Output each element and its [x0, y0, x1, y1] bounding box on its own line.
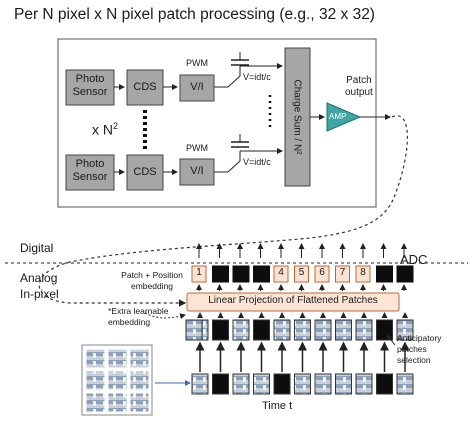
- selected-patch: [212, 319, 229, 341]
- selected-patch: [335, 319, 352, 341]
- integrator-label-top: V=idt/c: [243, 72, 271, 82]
- selected-patch: [273, 319, 291, 341]
- embedding-token: [253, 265, 270, 283]
- input-patch: [335, 373, 352, 395]
- image-tile: [85, 392, 106, 413]
- vi-block-top: [179, 74, 215, 102]
- input-patch: [376, 373, 393, 395]
- image-tile: [85, 348, 106, 369]
- input-patch: [314, 373, 332, 395]
- selected-patch: [376, 319, 393, 341]
- token-columns: [185, 243, 414, 395]
- patch-output-route: [38, 115, 408, 307]
- input-patch: [232, 373, 250, 395]
- input-patch: [212, 373, 229, 395]
- amp-triangle: [326, 102, 362, 132]
- vi-label-bottom: V/I: [190, 165, 204, 177]
- pwm-label-bottom: PWM: [186, 143, 208, 153]
- amp-label: AMP: [329, 112, 347, 121]
- selected-patch: [232, 319, 250, 341]
- input-patch: [273, 373, 291, 395]
- embedding-token: [355, 265, 371, 283]
- linear-projection-bar: [186, 292, 400, 312]
- input-patch: [396, 373, 414, 395]
- pwm-switch-bottom: [227, 160, 241, 173]
- image-tile: [107, 348, 128, 369]
- cds-block-bottom: [126, 154, 164, 191]
- vi-label-top: V/I: [190, 81, 204, 93]
- position-token-label: 5: [298, 267, 305, 278]
- position-token-label: 4: [278, 267, 284, 278]
- selected-patch: [355, 319, 373, 341]
- image-grid: [85, 348, 150, 413]
- image-tile: [107, 392, 128, 413]
- selected-patch: [294, 319, 311, 341]
- position-token-label: 6: [319, 267, 325, 278]
- selected-patch: [253, 319, 270, 341]
- embedding-token: [273, 265, 289, 283]
- image-tile: [129, 370, 150, 391]
- integrator-label-bottom: V=idt/c: [243, 157, 271, 167]
- cds-label-bottom: CDS: [133, 166, 157, 178]
- embedding-token: [376, 265, 393, 283]
- input-patch: [355, 373, 373, 395]
- embedding-token: [335, 265, 350, 283]
- extra-embedding-arrow: [144, 312, 186, 320]
- charge-sum-label: Charge Sum / N²: [291, 79, 303, 155]
- position-token-label: 1: [196, 267, 202, 278]
- extra-embedding-patch: [185, 319, 203, 341]
- charge-sum-block: [284, 47, 311, 187]
- vi-block-bottom: [179, 158, 215, 186]
- multiplier-label: x N2: [92, 121, 119, 138]
- adc-label: ADC: [400, 252, 428, 267]
- input-patch: [294, 373, 311, 395]
- anticipatory-arrow: [386, 334, 396, 346]
- photo-sensor-block-top: [65, 69, 115, 106]
- embedding-token: [396, 265, 414, 283]
- selected-patch: [314, 319, 332, 341]
- cds-label-top: CDS: [133, 81, 157, 93]
- diagram-title: Per N pixel x N pixel patch processing (…: [14, 6, 375, 23]
- selected-patch: [396, 319, 414, 341]
- embedding-token: [232, 265, 250, 283]
- position-token-label: 8: [360, 267, 366, 278]
- image-tile: [85, 370, 106, 391]
- photo-sensor-block-bottom: [65, 154, 115, 191]
- pwm-label-top: PWM: [186, 58, 208, 68]
- pwm-switch-top: [227, 75, 241, 88]
- position-token-label: 7: [339, 267, 346, 278]
- embedding-token: [314, 265, 330, 283]
- linear-projection-label: Linear Projection of Flattened Patches: [208, 295, 378, 306]
- image-tile: [107, 370, 128, 391]
- embedding-token: [212, 265, 229, 283]
- image-tile: [129, 392, 150, 413]
- embedding-token: [294, 265, 309, 283]
- input-patch: [191, 373, 209, 395]
- input-patch: [253, 373, 270, 395]
- time-axis-label: Time t: [262, 400, 293, 412]
- image-tile: [129, 348, 150, 369]
- embedding-token: [191, 265, 207, 283]
- digital-label: Digital: [20, 241, 54, 255]
